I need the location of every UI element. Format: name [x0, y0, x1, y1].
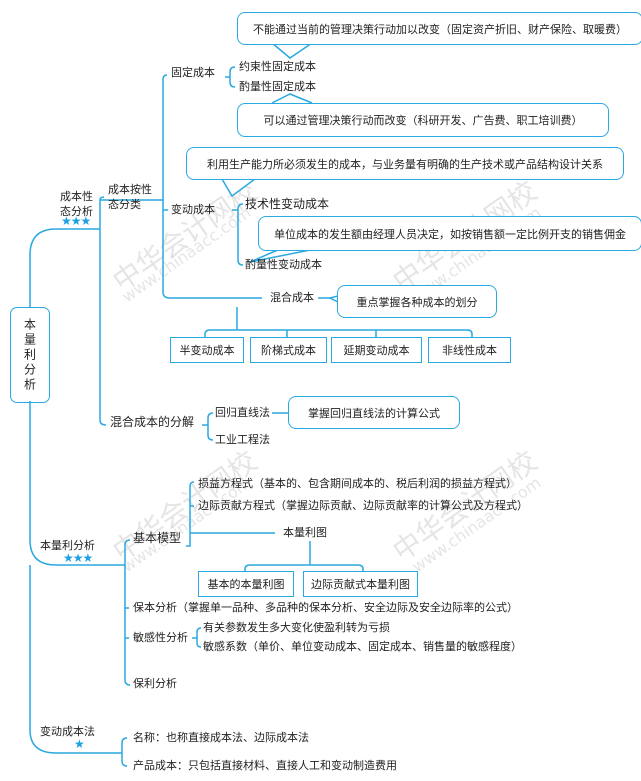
root-label: 本量利分析: [22, 317, 37, 393]
note-mixed-cost: 重点掌握各种成本的划分: [337, 285, 497, 318]
box-label: 边际贡献式本量利图: [311, 578, 410, 591]
mixed-cost-label: 混合成本: [270, 291, 314, 304]
star-rating-icon: ★★★: [63, 551, 93, 565]
section-cost-behavior-title: 成本性态分析: [60, 190, 93, 218]
note-discretionary-variable-cost: 单位成本的发生额由经理人员决定，如按销售额一定比例开支的销售佣金: [258, 216, 641, 251]
sensitivity-analysis-label: 敏感性分析: [133, 631, 188, 644]
box-label: 半变动成本: [179, 344, 235, 357]
mixed-cost-type-box: 半变动成本: [170, 337, 244, 363]
box-label: 基本的本量利图: [207, 578, 285, 591]
fixed-cost-label: 固定成本: [171, 66, 215, 79]
note-text: 不能通过当前的管理决策行动加以改变（固定资产折旧、财产保险、取暖费）: [253, 22, 627, 36]
sensitivity-item: 有关参数发生多大变化使盈利转为亏损: [203, 621, 390, 634]
note-text: 重点掌握各种成本的划分: [356, 295, 478, 309]
basic-model-label: 基本模型: [133, 531, 182, 545]
target-profit-analysis: 保利分析: [133, 677, 177, 690]
discretionary-variable-cost: 酌量性变动成本: [245, 258, 322, 271]
note-text: 掌握回归直线法的计算公式: [308, 406, 440, 420]
note-technical-variable-cost: 利用生产能力所必须发生的成本，与业务量有明确的生产技术或产品结构设计关系: [186, 147, 624, 180]
cvp-chart-label: 本量利图: [283, 526, 327, 539]
cost-classification-label: 成本按性态分类: [108, 183, 152, 211]
note-regression: 掌握回归直线法的计算公式: [288, 396, 460, 429]
box-label: 非线性成本: [442, 344, 497, 357]
note-committed-fixed-cost: 不能通过当前的管理决策行动加以改变（固定资产折旧、财产保险、取暖费）: [237, 12, 641, 45]
note-text: 单位成本的发生额由经理人员决定，如按销售额一定比例开支的销售佣金: [274, 227, 626, 241]
cvp-chart-type-box: 基本的本量利图: [198, 571, 294, 597]
box-label: 阶梯式成本: [261, 344, 316, 357]
root-node: 本量利分析: [10, 307, 50, 403]
mixed-cost-type-box: 非线性成本: [428, 337, 511, 363]
committed-fixed-cost: 约束性固定成本: [239, 60, 316, 73]
star-rating-icon: ★: [74, 737, 85, 751]
note-text: 利用生产能力所必须发生的成本，与业务量有明确的生产技术或产品结构设计关系: [207, 157, 603, 171]
cvp-chart-type-box: 边际贡献式本量利图: [303, 571, 418, 597]
sensitivity-item: 敏感系数（单价、单位变动成本、固定成本、销售量的敏感程度）: [203, 640, 522, 653]
discretionary-fixed-cost: 酌量性固定成本: [239, 80, 316, 93]
note-discretionary-fixed-cost: 可以通过管理决策行动而改变（科研开发、广告费、职工培训费）: [237, 103, 609, 137]
mixed-cost-type-box: 阶梯式成本: [250, 337, 327, 363]
section-cvp-title: 本量利分析: [40, 539, 95, 552]
mixed-cost-type-box: 延期变动成本: [331, 337, 422, 363]
mixed-cost-decomposition-label: 混合成本的分解: [110, 415, 195, 429]
star-rating-icon: ★★★: [61, 214, 91, 228]
breakeven-analysis: 保本分析（掌握单一品种、多品种的保本分析、安全边际及安全边际率的公式）: [133, 601, 518, 614]
section-variable-costing-title: 变动成本法: [40, 725, 95, 738]
variable-cost-label: 变动成本: [171, 203, 215, 216]
profit-loss-equation: 损益方程式（基本的、包含期间成本的、税后利润的损益方程式）: [198, 477, 517, 490]
technical-variable-cost: 技术性变动成本: [245, 197, 330, 211]
industrial-engineering-method: 工业工程法: [215, 433, 270, 446]
box-label: 延期变动成本: [343, 344, 410, 357]
contribution-margin-equation: 边际贡献方程式（掌握边际贡献、边际贡献率的计算公式及方程式）: [198, 499, 528, 512]
variable-costing-product-cost: 产品成本：只包括直接材料、直接人工和变动制造费用: [133, 759, 397, 772]
regression-method: 回归直线法: [215, 406, 270, 419]
note-text: 可以通过管理决策行动而改变（科研开发、广告费、职工培训费）: [263, 114, 583, 127]
variable-costing-name: 名称：也称直接成本法、边际成本法: [133, 731, 309, 744]
